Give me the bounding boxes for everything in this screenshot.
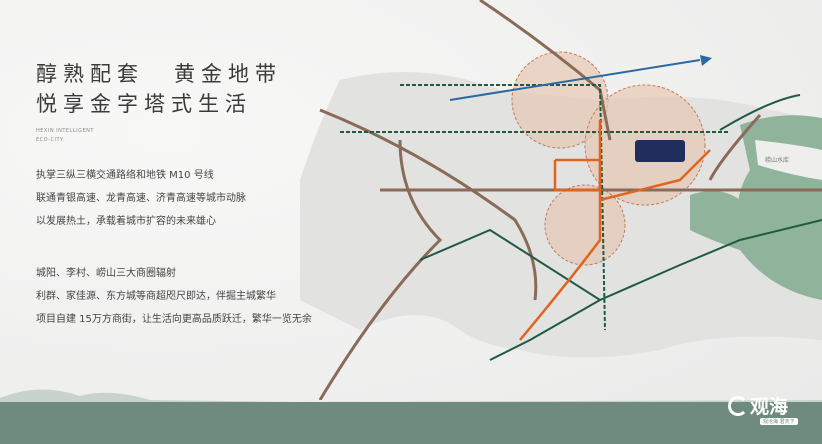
- reservoir: [755, 140, 822, 180]
- district-circle: [544, 184, 626, 266]
- metro-m10-line: [519, 120, 711, 341]
- english-subtitle-2: ECO-CITY: [36, 137, 64, 143]
- rail-lines: [340, 84, 822, 361]
- arrow-head-icon: [700, 55, 712, 66]
- headline-line-1: 醇熟配套黄金地带: [36, 62, 282, 86]
- text-line: 以发展热土，承载着城市扩容的未来雄心: [36, 216, 216, 227]
- direction-arrow: [449, 59, 701, 101]
- text-line: 项目自建 15万方商街，让生活向更高品质跃迁，繁华一览无余: [36, 314, 312, 325]
- headline-line-2: 悦享金字塔式生活: [36, 92, 252, 116]
- project-marker: [635, 140, 685, 162]
- reservoir-label: 崂山水库: [765, 156, 789, 164]
- footer-band: [0, 402, 822, 444]
- logo-g-icon: [728, 395, 748, 416]
- brand-logo: 观海: [728, 392, 788, 419]
- logo-text: 观海: [750, 396, 789, 418]
- text-line: 利群、家佳源、东方城等商超咫尺即达，伴掘主城繁华: [36, 291, 276, 302]
- location-map: 崂山水库: [300, 0, 822, 400]
- text-line: 城阳、李村、崂山三大商圈辐射: [36, 268, 176, 279]
- text-line: 执掌三纵三横交通路络和地铁 M10 号线: [36, 170, 214, 181]
- mountain-area: [690, 191, 740, 250]
- transport-paragraph: 执掌三纵三横交通路络和地铁 M10 号线 联通青银高速、龙青高速、济青高速等城市…: [36, 164, 246, 233]
- text-line: 联通青银高速、龙青高速、济青高速等城市动脉: [36, 193, 246, 204]
- commerce-paragraph: 城阳、李村、崂山三大商圈辐射 利群、家佳源、东方城等商超咫尺即达，伴掘主城繁华 …: [36, 262, 312, 331]
- english-subtitle-1: HEXIN INTELLIGENT: [36, 128, 94, 134]
- logo-slogan: 观沧海 君天下: [760, 418, 798, 425]
